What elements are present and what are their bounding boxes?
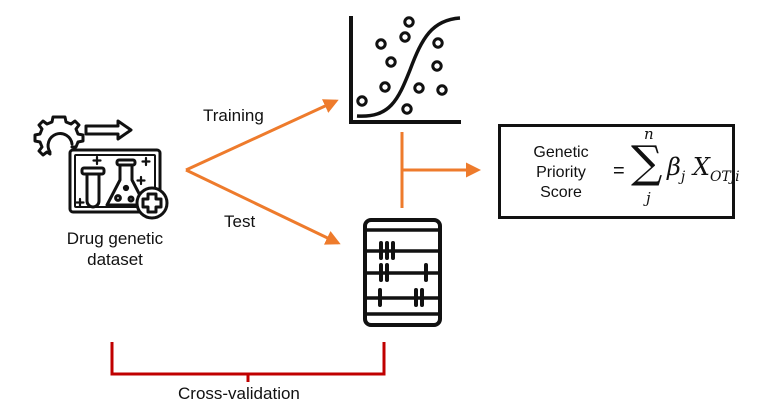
plus-badge-icon xyxy=(135,186,169,220)
chart-axes xyxy=(349,16,461,124)
training-label: Training xyxy=(203,106,264,125)
x-symbol: X xyxy=(692,153,710,181)
lab-dataset-icon xyxy=(33,115,169,220)
scatter-points xyxy=(356,16,448,115)
beta-symbol: β xyxy=(667,153,681,181)
beta-subscript: j xyxy=(680,169,686,185)
sparkle-icon xyxy=(75,155,151,208)
arrow-right-icon xyxy=(84,119,133,141)
gps-line3: Score xyxy=(540,184,582,201)
equals-sign: = xyxy=(613,160,625,182)
abacus-beads xyxy=(378,241,428,307)
gps-line2: Priority xyxy=(536,164,586,181)
x-subscript: OTji xyxy=(709,169,740,185)
dataset-label: Drug genetic dataset xyxy=(40,228,190,270)
board-icon xyxy=(68,148,162,214)
cross-validation-label: Cross-validation xyxy=(178,384,300,403)
sum-upper-limit: n xyxy=(644,125,654,143)
test-tube-icon xyxy=(80,166,106,209)
training-arrow xyxy=(185,99,339,172)
split-arrows xyxy=(185,99,341,245)
sigmoid-curve xyxy=(356,16,461,118)
flask-icon xyxy=(105,158,147,207)
test-label: Test xyxy=(224,212,256,231)
scatter-sigmoid-icon xyxy=(349,16,461,124)
abacus-icon xyxy=(363,218,442,327)
sum-lower-index: j xyxy=(646,189,651,207)
dataset-label-line2: dataset xyxy=(87,250,143,269)
sum-symbol: ∑ xyxy=(631,137,663,188)
formula-box: Genetic Priority Score = n ∑ j βj XOTji xyxy=(498,124,740,219)
test-arrow xyxy=(185,168,341,245)
gear-icon xyxy=(33,115,85,157)
combine-arrow xyxy=(400,132,481,208)
gps-line1: Genetic xyxy=(533,144,589,161)
genetic-priority-score-label: Genetic Priority Score xyxy=(519,143,603,203)
cross-validation-bracket xyxy=(110,342,386,382)
formula-terms: βj XOTji xyxy=(667,153,740,185)
dataset-label-line1: Drug genetic xyxy=(66,229,164,248)
